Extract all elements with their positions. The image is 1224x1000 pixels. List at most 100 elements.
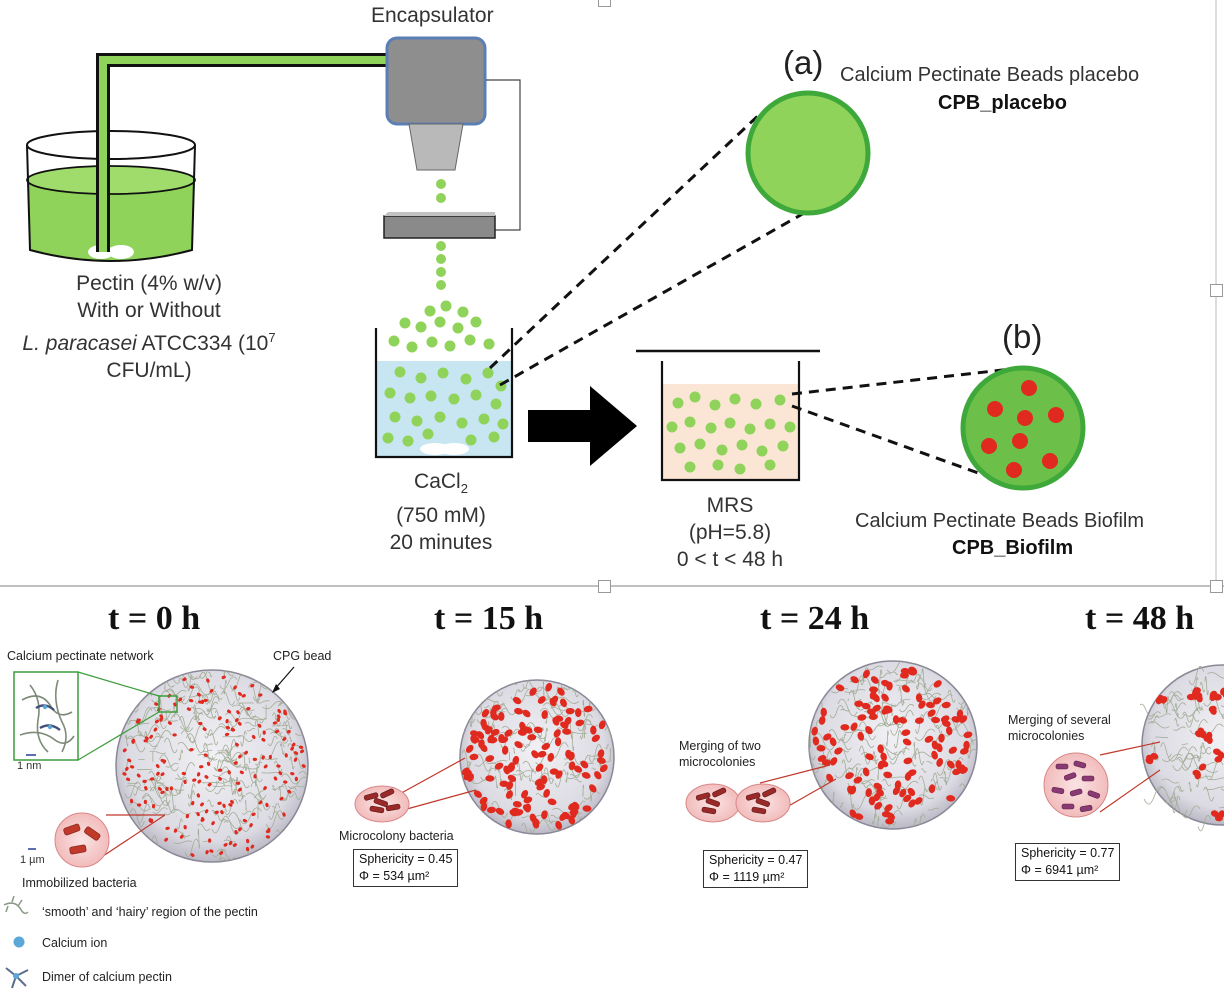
pectin-fiber (543, 767, 554, 784)
pectin-fiber (242, 810, 252, 815)
bacteria-cell (857, 714, 867, 721)
bacteria-cell (559, 698, 567, 708)
bacteria-cell (183, 779, 187, 785)
pectin-fiber (555, 769, 567, 788)
pectin-fiber (238, 795, 246, 802)
pectin-fiber (915, 748, 925, 766)
bacteria-cell (582, 805, 592, 812)
bacteria-cell (541, 710, 548, 720)
bacteria-cell (928, 784, 936, 794)
cpg-bead-label: CPG bead (273, 649, 332, 663)
scale-um-label: 1 µm (20, 854, 45, 866)
bacteria-cell (151, 804, 156, 809)
pectin-fiber (207, 708, 217, 719)
bacteria-cell (160, 772, 165, 777)
bacteria-cell (160, 758, 165, 763)
pectin-fiber (214, 787, 226, 795)
bacteria-cell (262, 730, 266, 735)
bacteria-cell (283, 780, 288, 784)
pectin-fiber (531, 772, 550, 783)
bacteria-cell (936, 758, 944, 767)
bacteria-cell (143, 799, 147, 805)
pectin-fiber (203, 742, 213, 762)
pectin-fiber (588, 744, 602, 763)
bacteria-cell (555, 820, 563, 830)
pectin-fiber (513, 747, 516, 754)
resize-handle[interactable] (1210, 284, 1223, 297)
bacteria-cell (252, 757, 258, 761)
pectin-fiber (187, 675, 193, 692)
bacteria-cell (227, 709, 232, 714)
bacteria-cell (501, 745, 509, 755)
pectin-fiber (256, 700, 270, 704)
pectin-fiber (170, 713, 194, 732)
bacteria-cell (233, 685, 237, 690)
bacteria-cell (877, 760, 885, 770)
mrs-beaker (636, 349, 820, 482)
pectin-fiber (565, 771, 569, 783)
pectin-fiber (510, 689, 521, 700)
bacteria-cell (279, 796, 284, 801)
bacteria-cell (155, 764, 160, 769)
bacteria-cell (568, 761, 576, 771)
bacteria-cell (258, 693, 263, 697)
bacteria-cell (221, 675, 226, 680)
pectin-fiber (142, 793, 161, 811)
phi-48h: Φ = 6941 µm² (1021, 863, 1099, 877)
bacteria-cell (192, 778, 197, 782)
bacteria-cell (153, 727, 158, 732)
pectin-fiber (224, 808, 228, 812)
pectin-fiber (557, 696, 580, 704)
pectin-fiber (141, 724, 160, 738)
pectin-fiber (1140, 703, 1155, 717)
pectin-fiber (550, 814, 560, 819)
resize-handle[interactable] (598, 0, 611, 7)
bacteria-cell (238, 827, 242, 832)
pectin-fiber (159, 754, 179, 772)
pectin-fiber (136, 803, 151, 824)
pectin-fiber (155, 732, 164, 738)
pectin-fiber (197, 823, 210, 831)
bacteria-cell (491, 704, 501, 712)
pectin-fiber (1189, 714, 1200, 722)
pectin-fiber (1171, 702, 1187, 712)
bacteria-cell (927, 709, 936, 717)
bacteria-cell (817, 755, 827, 762)
pectin-fiber (484, 705, 490, 709)
pectin-fiber (916, 674, 922, 690)
bacteria-cell (562, 728, 572, 735)
pectin-fiber (232, 704, 255, 712)
pectin-fiber (1173, 792, 1177, 800)
bacteria-cell (233, 761, 238, 765)
pectin-fiber (865, 784, 887, 801)
pectin-fiber (545, 715, 549, 724)
pectin-fiber (943, 767, 956, 783)
pectin-fiber (1160, 742, 1172, 758)
bacteria-cell (865, 726, 873, 735)
pectin-fiber (852, 675, 864, 695)
pectin-fiber (252, 681, 271, 690)
bacteria-cell (268, 754, 272, 760)
bacteria-cell (154, 719, 159, 724)
bacteria-cell (228, 840, 233, 846)
pectin-fiber (854, 766, 858, 778)
pectin-fiber (914, 728, 936, 741)
pectin-fiber (1188, 781, 1192, 792)
resize-handle[interactable] (1210, 580, 1223, 593)
pectin-fiber (927, 807, 939, 811)
pectin-fiber (840, 802, 844, 808)
pectin-fiber (279, 743, 285, 755)
bacteria-cell (261, 738, 266, 742)
pectin-fiber (1170, 801, 1174, 807)
pectin-fiber (539, 819, 556, 831)
pectin-line-2: With or Without (77, 299, 221, 322)
pectin-fiber (896, 681, 916, 687)
resize-handle[interactable] (598, 580, 611, 593)
pectin-fiber (173, 840, 193, 844)
bacteria-cell (812, 736, 820, 746)
bacteria-cell (160, 790, 165, 795)
pectin-fiber (889, 750, 905, 765)
pectin-fiber (890, 715, 907, 736)
bacteria-cell (1209, 690, 1218, 698)
pectin-fiber (223, 671, 234, 677)
